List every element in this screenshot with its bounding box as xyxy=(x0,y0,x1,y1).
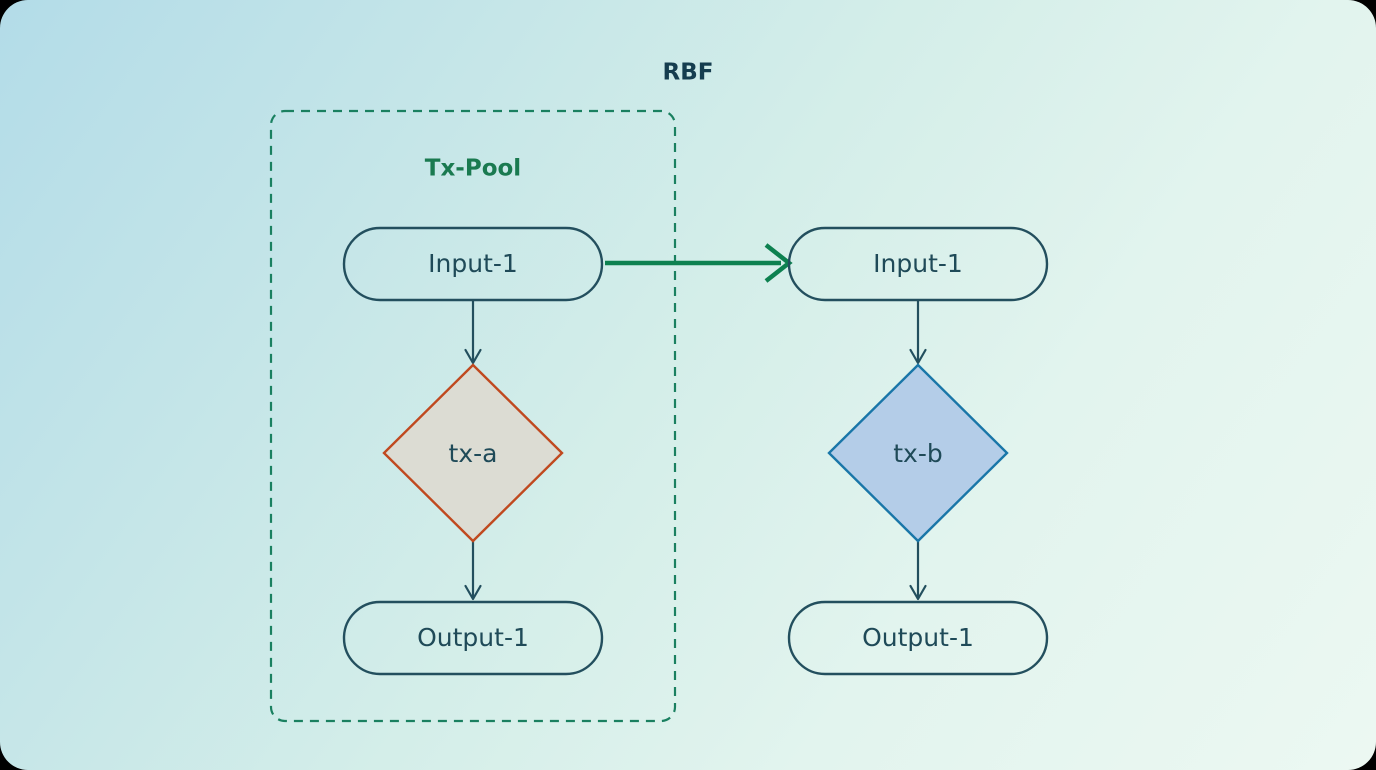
node-input-left-shape xyxy=(342,226,604,302)
node-output-right[interactable]: Output-1 xyxy=(787,600,1049,676)
node-tx-a-label: tx-a xyxy=(449,439,498,468)
node-tx-a-shape xyxy=(382,363,564,543)
node-output-left-shape xyxy=(342,600,604,676)
node-input-right[interactable]: Input-1 xyxy=(787,226,1049,302)
node-output-right-shape xyxy=(787,600,1049,676)
node-output-left[interactable]: Output-1 xyxy=(342,600,604,676)
subgraph-tx-pool-border xyxy=(269,109,677,723)
node-output-left-label: Output-1 xyxy=(417,623,529,652)
node-input-right-shape xyxy=(787,226,1049,302)
edge-tx-a-to-output-left xyxy=(464,541,482,601)
node-tx-a[interactable]: tx-a xyxy=(382,363,564,543)
edge-input-left-to-tx-a xyxy=(464,300,482,365)
node-input-left-label: Input-1 xyxy=(428,249,518,278)
node-input-right-label: Input-1 xyxy=(873,249,963,278)
subgraph-tx-pool-label: Tx-Pool xyxy=(425,156,521,182)
node-input-left[interactable]: Input-1 xyxy=(342,226,604,302)
edge-tx-b-to-output-right xyxy=(909,541,927,601)
edge-input-right-to-tx-b xyxy=(909,300,927,365)
edge-rbf-replacement-arrow xyxy=(605,243,793,283)
node-tx-b-label: tx-b xyxy=(893,439,943,468)
node-tx-b[interactable]: tx-b xyxy=(827,363,1009,543)
diagram-title: RBF xyxy=(663,60,714,86)
node-tx-b-shape xyxy=(827,363,1009,543)
node-output-right-label: Output-1 xyxy=(862,623,974,652)
